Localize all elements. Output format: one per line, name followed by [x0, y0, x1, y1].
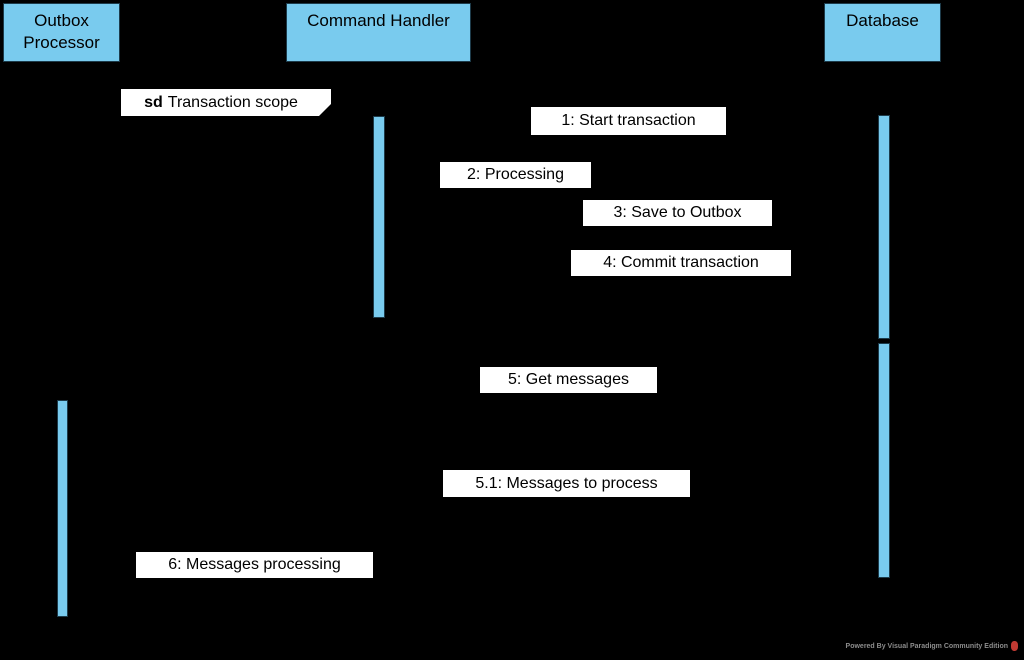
fragment-operator: sd — [144, 93, 163, 111]
message-label-messages-to-process: 5.1: Messages to process — [443, 470, 690, 497]
watermark-text: Powered By Visual Paradigm Community Edi… — [845, 642, 1008, 650]
activation-bar-outbox-processor — [57, 400, 68, 617]
activation-bar-database-2 — [878, 343, 890, 578]
message-label-save-to-outbox: 3: Save to Outbox — [583, 200, 772, 226]
participant-box-command-handler: Command Handler — [286, 3, 471, 62]
visual-paradigm-logo-icon — [1011, 641, 1018, 651]
message-label-processing: 2: Processing — [440, 162, 591, 188]
watermark: Powered By Visual Paradigm Community Edi… — [846, 641, 1018, 651]
message-label-messages-processing: 6: Messages processing — [136, 552, 373, 578]
message-label-start-transaction: 1: Start transaction — [531, 107, 726, 135]
message-label-get-messages: 5: Get messages — [480, 367, 657, 393]
participant-box-database: Database — [824, 3, 941, 62]
message-label-commit-transaction: 4: Commit transaction — [571, 250, 791, 276]
fragment-operator-tag: sd Transaction scope — [121, 89, 331, 116]
participant-box-outbox-processor: Outbox Processor — [3, 3, 120, 62]
activation-bar-database-1 — [878, 115, 890, 339]
fragment-title: Transaction scope — [167, 93, 298, 111]
activation-bar-command-handler — [373, 116, 385, 318]
